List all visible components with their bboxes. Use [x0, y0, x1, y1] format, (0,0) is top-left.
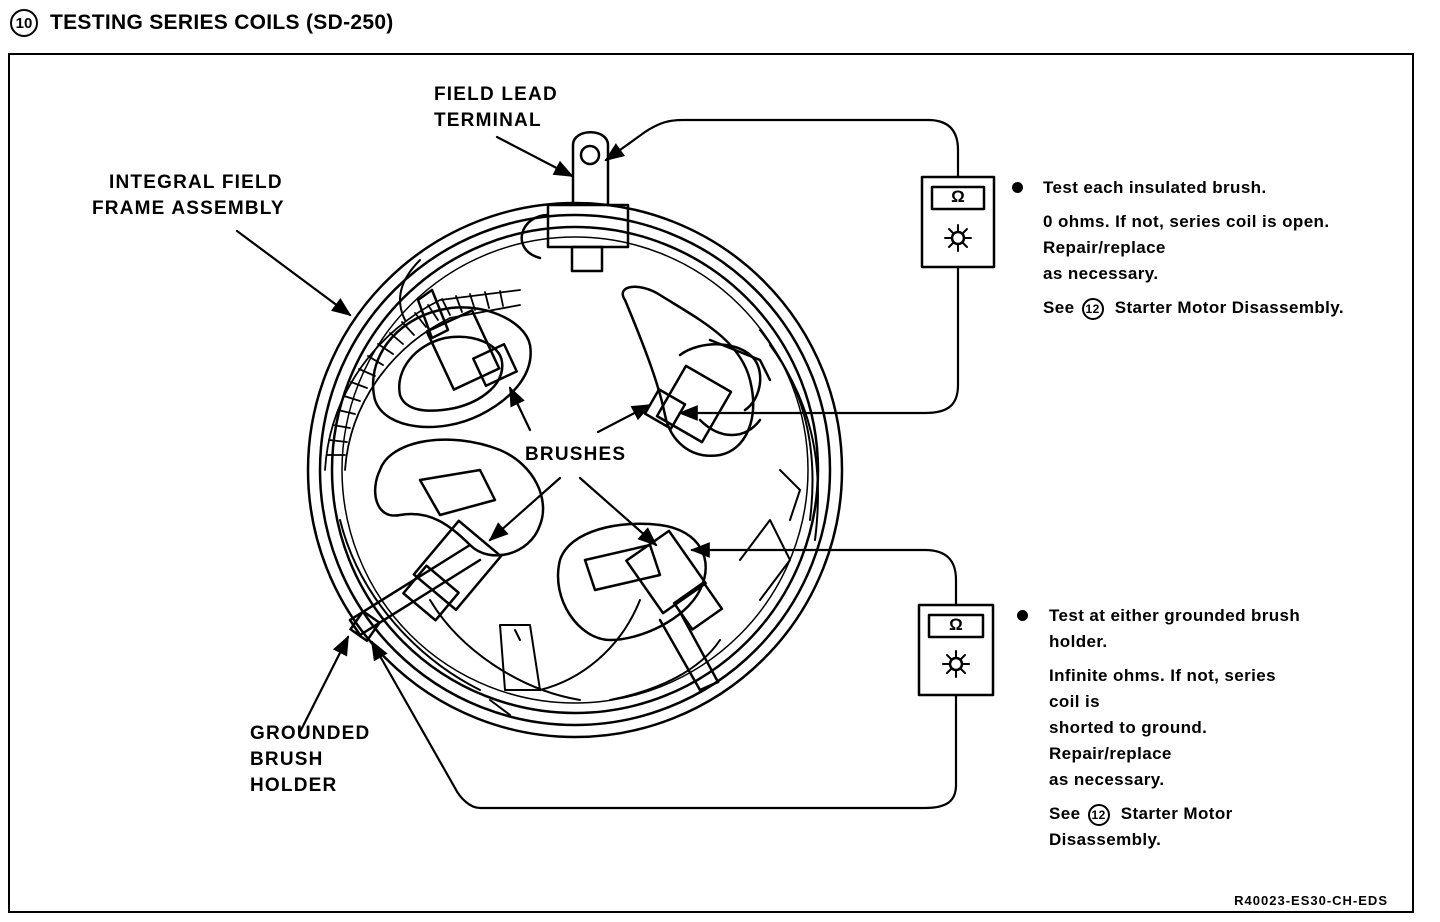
grounded-line-3: HOLDER	[250, 775, 338, 796]
integral-line-2: FRAME ASSEMBLY	[92, 198, 285, 219]
field-coil-hatch	[324, 289, 521, 471]
field-frame-assembly	[306, 201, 844, 739]
test-lead-2a	[690, 542, 958, 607]
test-lead-1a	[604, 118, 960, 179]
note-1: Test each insulated brush. 0 ohms. If no…	[1043, 175, 1344, 321]
brush-lower-right	[556, 522, 724, 692]
brush-upper-right	[621, 285, 772, 458]
note-2-line-5: shorted to ground.	[1049, 718, 1208, 737]
field-lead-terminal-part	[520, 131, 630, 273]
note-1-line-3: Repair/replace	[1043, 238, 1166, 257]
field-lead-line-1: FIELD LEAD	[434, 84, 558, 105]
grounded-line-2: BRUSH	[250, 749, 324, 770]
diagram-frame	[8, 53, 1414, 913]
ohm-symbol-2: Ω	[949, 615, 963, 634]
figure-code: R40023-ES30-CH-EDS	[1234, 893, 1388, 908]
note-2-line-1: Test at either grounded brush	[1049, 606, 1301, 625]
note-2-see-number: 12	[1087, 803, 1110, 826]
note-1-line-2: 0 ohms. If not, series coil is open.	[1043, 212, 1330, 231]
grounded-brush-holder-label: GROUNDED BRUSH HOLDER	[250, 721, 370, 799]
field-lead-terminal-label: FIELD LEAD TERMINAL	[434, 82, 558, 134]
note-1-bullet	[1012, 182, 1023, 193]
ohm-symbol-1: Ω	[951, 187, 965, 206]
note-2: Test at either grounded brush holder. In…	[1049, 603, 1300, 853]
section-number: 10	[10, 9, 38, 37]
field-lead-line-2: TERMINAL	[434, 110, 542, 131]
note-1-line-4: as necessary.	[1043, 264, 1159, 283]
test-lead-1b	[678, 265, 960, 421]
brushes-label: BRUSHES	[525, 444, 627, 465]
note-2-see-text: Starter Motor	[1120, 804, 1233, 823]
note-2-line-2: holder.	[1049, 632, 1108, 651]
label-arrows	[235, 135, 658, 734]
integral-field-frame-label: INTEGRAL FIELD FRAME ASSEMBLY	[92, 170, 285, 222]
note-2-see-text-2: Disassembly.	[1049, 830, 1162, 849]
test-lead-2b	[370, 640, 958, 810]
section-header: 10 TESTING SERIES COILS (SD-250)	[10, 8, 394, 38]
note-2-line-4: coil is	[1049, 692, 1100, 711]
grounded-line-1: GROUNDED	[250, 723, 371, 744]
note-1-see-prefix: See	[1043, 298, 1075, 317]
note-1-see-number: 12	[1081, 297, 1104, 320]
brush-upper-left	[371, 288, 532, 429]
section-title: TESTING SERIES COILS (SD-250)	[50, 11, 394, 34]
brush-lower-left	[348, 438, 545, 642]
note-2-line-3: Infinite ohms. If not, series	[1049, 666, 1276, 685]
note-2-line-7: as necessary.	[1049, 770, 1165, 789]
note-1-see-text: Starter Motor Disassembly.	[1114, 298, 1344, 317]
note-1-see: See 12 Starter Motor Disassembly.	[1043, 295, 1344, 321]
internal-details	[339, 259, 819, 716]
note-2-see-prefix: See	[1049, 804, 1081, 823]
note-2-bullet	[1017, 610, 1028, 621]
integral-line-1: INTEGRAL FIELD	[109, 172, 283, 193]
note-2-see: See 12 Starter Motor	[1049, 801, 1300, 827]
note-1-line-1: Test each insulated brush.	[1043, 178, 1267, 197]
note-2-line-6: Repair/replace	[1049, 744, 1172, 763]
